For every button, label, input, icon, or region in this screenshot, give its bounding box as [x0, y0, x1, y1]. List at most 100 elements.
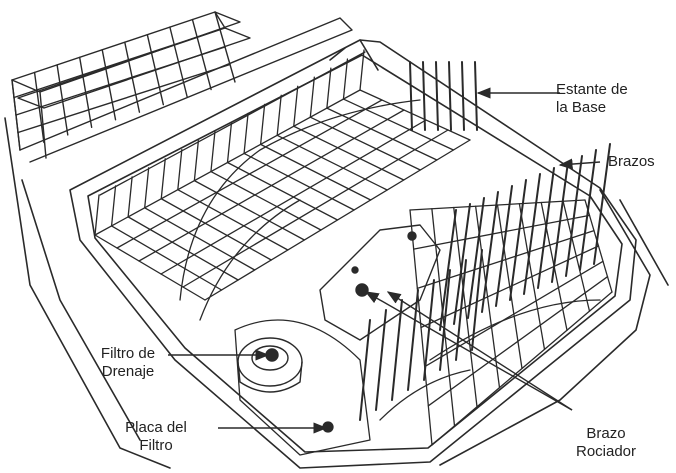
brazo-rociador-pointer-1	[364, 291, 573, 411]
post	[422, 61, 426, 131]
tine	[359, 319, 371, 421]
floor-spray-arm	[319, 224, 441, 341]
basket-wire	[259, 143, 372, 201]
basket-tine	[293, 85, 299, 127]
basket-wire	[204, 139, 471, 301]
tub-outline	[4, 117, 669, 469]
basket-wire	[182, 129, 449, 288]
grid-wire	[427, 276, 609, 407]
tine	[375, 309, 387, 411]
tine	[471, 249, 483, 351]
brazo-rociador-pointer-2	[386, 291, 573, 411]
tine	[551, 161, 569, 283]
basket-tine	[243, 112, 249, 155]
basket-wire	[326, 107, 438, 161]
basket-wire	[226, 161, 339, 221]
basket-wire	[116, 99, 383, 249]
grid-wire	[413, 214, 591, 250]
tine	[423, 279, 435, 381]
basket-tine	[193, 139, 200, 182]
post	[448, 61, 452, 131]
tine	[391, 299, 403, 401]
tine	[509, 179, 527, 301]
basket-wire	[177, 189, 289, 251]
basket-wire	[138, 109, 405, 262]
grid-wire	[409, 199, 586, 211]
tine	[593, 143, 611, 265]
drain-filter	[237, 337, 303, 393]
tine	[495, 185, 513, 307]
basket-wire	[342, 98, 455, 151]
door-wire	[13, 28, 221, 99]
basket-wire	[110, 225, 223, 291]
tine	[407, 289, 419, 391]
tine	[481, 191, 499, 313]
label-placa-del-filtro: Placa del Filtro	[116, 419, 196, 455]
basket-wire	[144, 207, 256, 271]
post	[461, 61, 465, 131]
basket-tine	[259, 103, 266, 146]
label-brazo-rociador: Brazo Rociador	[566, 425, 646, 461]
basket-tine	[276, 94, 282, 136]
brazos-pointer	[558, 158, 601, 170]
label-placa-filtro-line2: Filtro	[139, 437, 173, 454]
post	[435, 61, 439, 131]
basket-wire	[193, 179, 306, 241]
grid-wire	[424, 260, 604, 368]
basket-wire	[210, 170, 322, 231]
basket-rail	[99, 51, 366, 196]
label-brazos-line1: Brazos	[608, 153, 655, 170]
base-rack-basket	[94, 49, 471, 301]
basket-tine	[144, 167, 150, 209]
basket-wire	[243, 152, 355, 211]
basket-tine	[359, 49, 365, 91]
basket-wire	[94, 89, 361, 236]
door-wire	[17, 63, 231, 134]
label-brazo-rociador-line2: Rociador	[575, 443, 637, 460]
basket-wire	[94, 234, 206, 301]
basket-wire	[160, 198, 272, 261]
tine	[453, 203, 471, 325]
basket-tine	[226, 121, 233, 164]
basket-wire	[359, 89, 471, 141]
tine	[439, 209, 457, 331]
basket-wire	[293, 125, 405, 181]
basket-tine	[160, 158, 166, 200]
tine	[523, 173, 541, 295]
tine	[579, 149, 597, 271]
post	[474, 61, 478, 131]
basket-wire	[309, 116, 421, 171]
label-filtro-de-drenaje: Filtro de Drenaje	[88, 345, 168, 381]
basket-tine	[326, 67, 332, 109]
basket-wire	[160, 119, 427, 275]
upper-rack-door	[11, 11, 353, 163]
basket-wire	[276, 134, 388, 191]
label-filtro-drenaje-line1: Filtro de	[100, 345, 156, 362]
tine	[565, 155, 583, 277]
label-filtro-drenaje-line2: Drenaje	[101, 363, 155, 380]
basket-tine	[127, 176, 133, 218]
door-wire	[15, 46, 226, 116]
label-brazo-rociador-line1: Brazo	[586, 425, 626, 442]
grid-wire	[431, 291, 613, 446]
label-estante-de-la-base: Estante de la Base	[556, 81, 628, 117]
basket-tine	[94, 194, 100, 236]
label-estante-line1: Estante de	[556, 81, 628, 98]
tine	[537, 167, 555, 289]
basket-tine	[177, 149, 183, 191]
rack-curves	[179, 99, 601, 421]
label-placa-filtro-line1: Placa del	[125, 419, 187, 436]
post	[409, 61, 413, 131]
basket-tine	[110, 185, 117, 227]
label-estante-line2: la Base	[556, 99, 607, 116]
tine	[467, 197, 485, 319]
basket-tine	[309, 76, 315, 118]
basket-tine	[210, 130, 216, 173]
basket-wire	[127, 216, 239, 281]
callout-lines	[168, 87, 601, 434]
tine	[439, 269, 451, 371]
basket-tine	[342, 58, 349, 100]
label-brazos: Brazos	[608, 153, 655, 171]
rack-posts	[409, 61, 478, 131]
